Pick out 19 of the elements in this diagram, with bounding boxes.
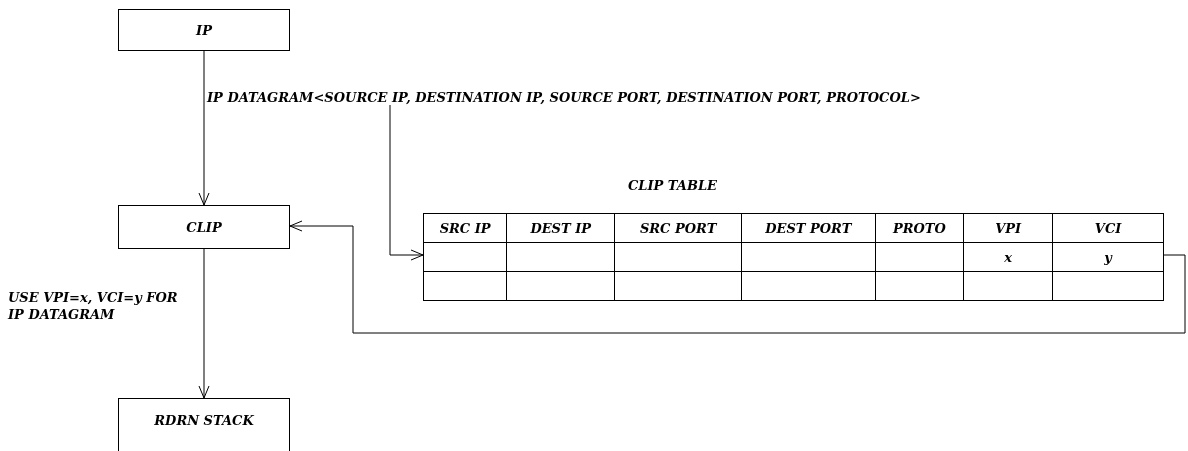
- column-header: SRC PORT: [639, 220, 717, 236]
- column-header: SRC IP: [439, 220, 491, 236]
- process-box: RDRN STACK: [118, 398, 290, 451]
- column-header: VPI: [995, 220, 1022, 236]
- column-header: DEST IP: [530, 220, 592, 236]
- datagram-text: IP DATAGRAM<SOURCE IP, DESTINATION IP, SOURCE PORT, DESTINATION PORT, PROTOCOL>: [207, 90, 921, 105]
- arrow: [198, 248, 210, 399]
- cell-value: x: [1004, 249, 1013, 265]
- arrow: [289, 220, 1186, 334]
- table-title: CLIP TABLE: [628, 178, 717, 193]
- column-header: DEST PORT: [765, 220, 852, 236]
- cell-value: y: [1104, 249, 1112, 265]
- column-header: PROTO: [892, 220, 946, 236]
- edge-label: USE VPI=x, VCI=y FOR IP DATAGRAM: [8, 289, 178, 323]
- arrow: [389, 104, 424, 261]
- column-header: VCI: [1094, 220, 1122, 236]
- process-box: CLIP: [118, 205, 290, 249]
- process-box: IP: [118, 9, 290, 51]
- arrow: [198, 50, 210, 206]
